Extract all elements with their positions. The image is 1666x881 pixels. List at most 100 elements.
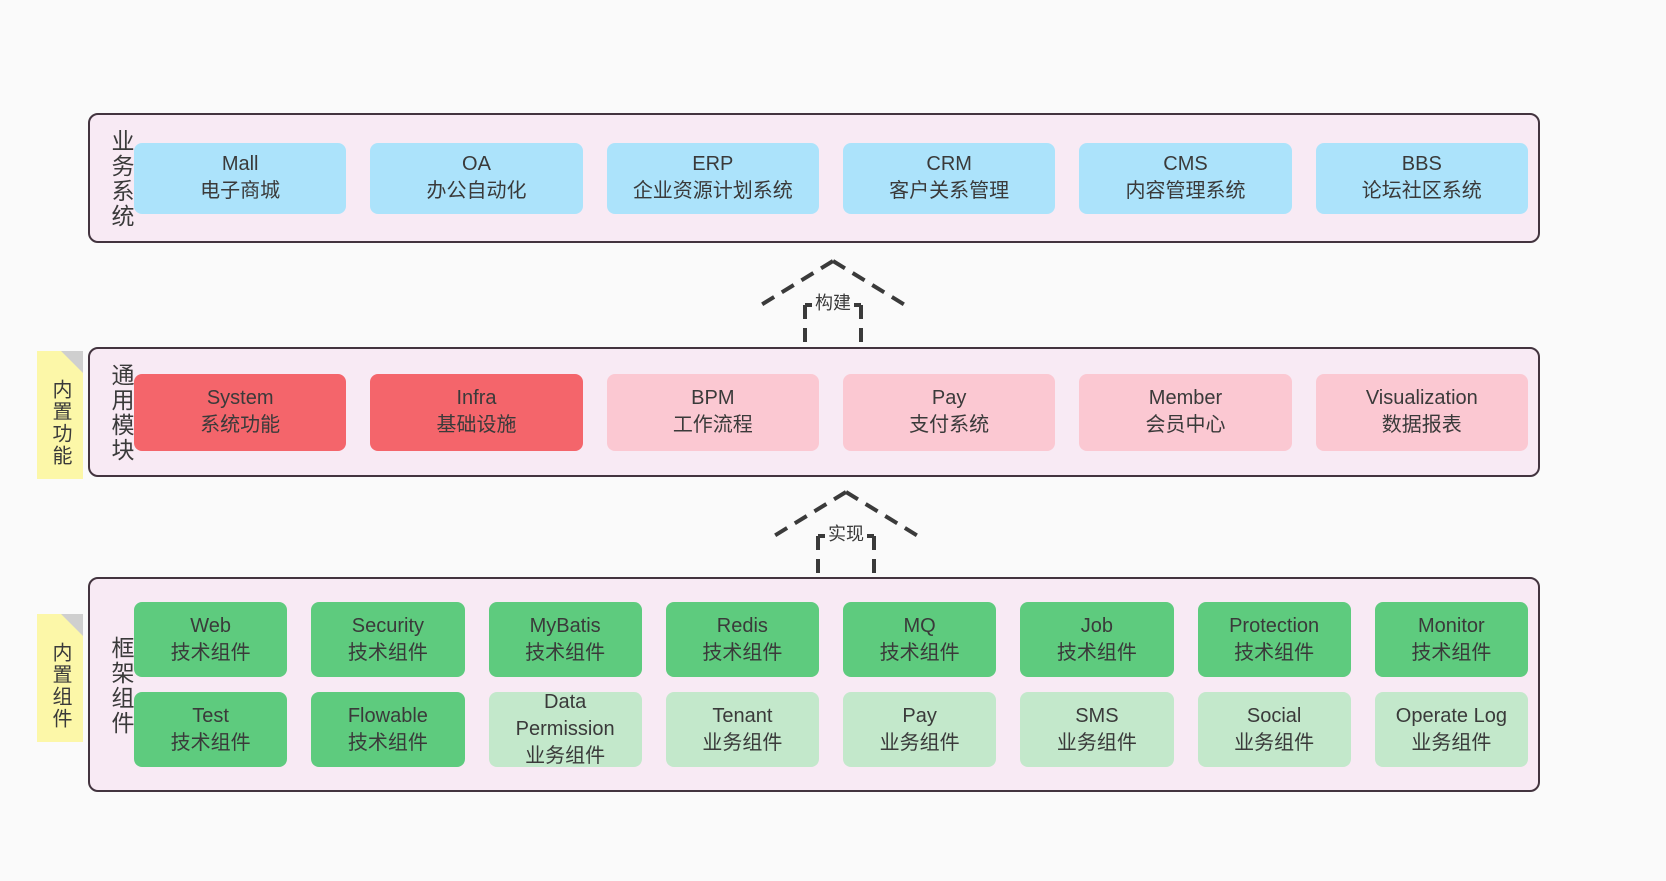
card-mall[interactable]: Mall 电子商城 (134, 142, 347, 214)
card-title: Visualization (1365, 387, 1478, 409)
card-infra[interactable]: Infra 基础设施 (370, 373, 583, 451)
card-title: Redis (716, 614, 768, 637)
card-subtitle: 技术组件 (170, 641, 251, 664)
card-oa[interactable]: OA 办公自动化 (370, 142, 583, 214)
sticky-note-label: 内置组件 (49, 642, 71, 730)
card-subtitle: 业务组件 (879, 731, 960, 754)
card-subtitle: 系统功能 (200, 414, 281, 436)
card-title: Tenant (712, 704, 773, 727)
card-subtitle: 会员中心 (1145, 414, 1226, 436)
card-title: Test (192, 704, 229, 727)
card-title: Member (1148, 387, 1223, 409)
card-protection[interactable]: Protection 技术组件 (1197, 602, 1351, 677)
card-title: CRM (926, 153, 972, 175)
card-system[interactable]: System 系统功能 (134, 373, 347, 451)
card-title: Social (1246, 704, 1302, 727)
card-pay-component[interactable]: Pay 业务组件 (843, 692, 997, 767)
card-pay-module[interactable]: Pay 支付系统 (842, 373, 1056, 451)
layer-title-business: 业务系统 (108, 129, 134, 229)
card-title: Web (190, 614, 231, 637)
card-security[interactable]: Security 技术组件 (311, 602, 465, 677)
card-subtitle: 业务组件 (525, 745, 606, 767)
card-title: OA (462, 153, 491, 175)
card-title: System (206, 387, 274, 409)
card-web[interactable]: Web 技术组件 (134, 602, 288, 677)
card-title: ERP (692, 153, 734, 175)
card-title: Job (1080, 614, 1113, 637)
card-job[interactable]: Job 技术组件 (1020, 602, 1174, 677)
card-subtitle: 业务组件 (1056, 731, 1137, 754)
card-title: BPM (691, 387, 735, 409)
card-subtitle: 电子商城 (200, 180, 281, 202)
card-subtitle: 技术组件 (347, 731, 428, 754)
business-card-row: Mall 电子商城 OA 办公自动化 ERP 企业资源计划系统 CRM 客户关系… (134, 142, 1528, 214)
layer-title-framework: 框架组件 (108, 635, 134, 736)
card-title: MyBatis (529, 614, 601, 637)
layer-body-common: System 系统功能 Infra 基础设施 BPM 工作流程 Pay 支付系统… (134, 349, 1538, 475)
card-title: Infra (456, 387, 497, 409)
card-mq[interactable]: MQ 技术组件 (843, 602, 997, 677)
card-social[interactable]: Social 业务组件 (1197, 692, 1351, 767)
card-flowable[interactable]: Flowable 技术组件 (311, 692, 465, 767)
layer-common-modules: 通用模块 System 系统功能 Infra 基础设施 BPM 工作流程 Pay… (88, 347, 1540, 477)
card-erp[interactable]: ERP 企业资源计划系统 (606, 142, 819, 214)
card-subtitle: 技术组件 (525, 641, 606, 664)
card-subtitle: 技术组件 (879, 641, 960, 664)
card-title: Flowable (347, 704, 428, 727)
card-title: Operate Log (1395, 704, 1507, 727)
card-data-permission[interactable]: Data Permission 业务组件 (488, 691, 642, 767)
sticky-note-builtin-features: 内置功能 (37, 351, 83, 479)
connector-realize-label: 实现 (825, 520, 867, 546)
framework-card-row-1: Web 技术组件 Security 技术组件 MyBatis 技术组件 Redi… (134, 602, 1528, 677)
card-redis[interactable]: Redis 技术组件 (665, 602, 819, 677)
card-tenant[interactable]: Tenant 业务组件 (665, 692, 819, 767)
card-operate-log[interactable]: Operate Log 业务组件 (1374, 692, 1528, 767)
card-mybatis[interactable]: MyBatis 技术组件 (488, 602, 642, 677)
card-subtitle: 基础设施 (436, 414, 517, 436)
card-subtitle: 技术组件 (1411, 641, 1492, 664)
card-monitor[interactable]: Monitor 技术组件 (1374, 602, 1528, 677)
sticky-note-builtin-components: 内置组件 (37, 614, 83, 742)
card-title: Pay (931, 387, 967, 409)
sticky-fold-corner-icon (61, 614, 83, 636)
card-title: Security (351, 614, 424, 637)
sticky-note-label: 内置功能 (49, 379, 71, 467)
card-subtitle: 论坛社区系统 (1361, 180, 1482, 202)
connector-build: 构建 (757, 257, 909, 347)
layer-title-common: 通用模块 (108, 363, 134, 463)
card-title: CMS (1163, 153, 1208, 175)
card-title: Monitor (1418, 614, 1485, 637)
card-subtitle: 技术组件 (1056, 641, 1137, 664)
card-subtitle: 企业资源计划系统 (632, 180, 793, 202)
card-title: Protection (1229, 614, 1320, 637)
layer-business-systems: 业务系统 Mall 电子商城 OA 办公自动化 ERP 企业资源计划系统 CRM… (88, 113, 1540, 243)
card-test[interactable]: Test 技术组件 (134, 692, 288, 767)
card-sms[interactable]: SMS 业务组件 (1020, 692, 1174, 767)
card-subtitle: 办公自动化 (426, 180, 527, 202)
card-subtitle: 技术组件 (702, 641, 783, 664)
layer-body-business: Mall 电子商城 OA 办公自动化 ERP 企业资源计划系统 CRM 客户关系… (134, 115, 1538, 241)
card-subtitle: 内容管理系统 (1125, 180, 1246, 202)
card-member[interactable]: Member 会员中心 (1079, 373, 1292, 451)
connector-build-label: 构建 (812, 289, 854, 315)
card-title: Data Permission (515, 691, 615, 740)
card-subtitle: 支付系统 (909, 414, 990, 436)
card-cms[interactable]: CMS 内容管理系统 (1079, 142, 1292, 214)
card-visualization[interactable]: Visualization 数据报表 (1315, 373, 1528, 451)
card-crm[interactable]: CRM 客户关系管理 (842, 142, 1056, 214)
framework-card-row-2: Test 技术组件 Flowable 技术组件 Data Permission … (134, 691, 1528, 767)
card-subtitle: 技术组件 (170, 731, 251, 754)
card-bpm[interactable]: BPM 工作流程 (606, 373, 819, 451)
connector-realize: 实现 (770, 488, 922, 578)
card-subtitle: 数据报表 (1381, 414, 1462, 436)
card-title: Pay (902, 704, 937, 727)
card-bbs[interactable]: BBS 论坛社区系统 (1315, 142, 1528, 214)
card-title: MQ (903, 614, 936, 637)
common-card-row: System 系统功能 Infra 基础设施 BPM 工作流程 Pay 支付系统… (134, 373, 1528, 451)
card-subtitle: 业务组件 (1411, 731, 1492, 754)
card-title: SMS (1075, 704, 1119, 727)
layer-framework-components: 框架组件 Web 技术组件 Security 技术组件 MyBatis 技术组件… (88, 577, 1540, 792)
card-subtitle: 技术组件 (347, 641, 428, 664)
card-title: Mall (221, 153, 259, 175)
